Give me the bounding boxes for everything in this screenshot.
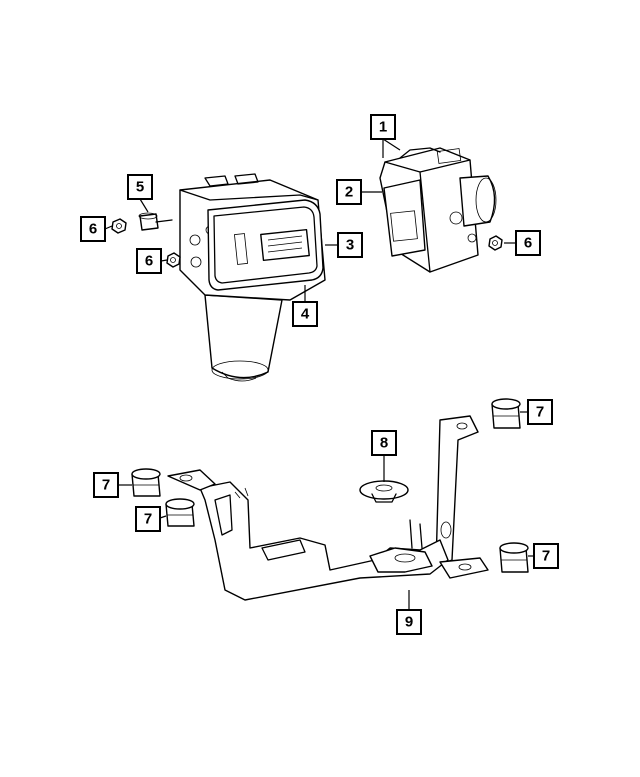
isolator-top-right xyxy=(491,398,521,429)
callout-9-label: 9 xyxy=(405,614,413,631)
callout-7-left-upper: 7 xyxy=(93,472,119,498)
callout-7-left-lower-label: 7 xyxy=(144,511,152,528)
callout-7-right-lower: 7 xyxy=(533,543,559,569)
callout-1: 1 xyxy=(370,114,396,140)
abs-module-assembly xyxy=(111,173,326,382)
callout-8: 8 xyxy=(371,430,397,456)
callout-2-label: 2 xyxy=(345,184,353,201)
callout-4-label: 4 xyxy=(301,306,310,323)
leader-lines xyxy=(104,138,534,610)
mounting-bracket xyxy=(167,415,489,601)
callout-2: 2 xyxy=(336,179,362,205)
callout-6-lower: 6 xyxy=(136,248,162,274)
callout-7-top-right-label: 7 xyxy=(536,404,544,421)
callout-7-right-lower-label: 7 xyxy=(542,548,550,565)
callout-6-lower-label: 6 xyxy=(145,253,153,270)
isolator-right-lower xyxy=(499,542,529,573)
callout-5-label: 5 xyxy=(136,179,144,196)
callout-6-right-label: 6 xyxy=(524,235,532,252)
isolator-left-lower xyxy=(165,498,195,527)
callout-3: 3 xyxy=(337,232,363,258)
callout-9: 9 xyxy=(396,609,422,635)
callout-7-left-upper-label: 7 xyxy=(102,477,110,494)
callout-5: 5 xyxy=(127,174,153,200)
callout-6-left: 6 xyxy=(80,216,106,242)
hydraulic-control-unit xyxy=(379,147,503,273)
isolator-left-upper xyxy=(131,468,161,497)
callout-7-top-right: 7 xyxy=(527,399,553,425)
callout-8-label: 8 xyxy=(380,435,388,452)
callout-3-label: 3 xyxy=(346,237,354,254)
callout-1-label: 1 xyxy=(379,119,387,136)
callout-7-left-lower: 7 xyxy=(135,506,161,532)
grommet xyxy=(359,480,409,503)
callout-6-left-label: 6 xyxy=(89,221,97,238)
callout-6-right: 6 xyxy=(515,230,541,256)
callout-4: 4 xyxy=(292,301,318,327)
